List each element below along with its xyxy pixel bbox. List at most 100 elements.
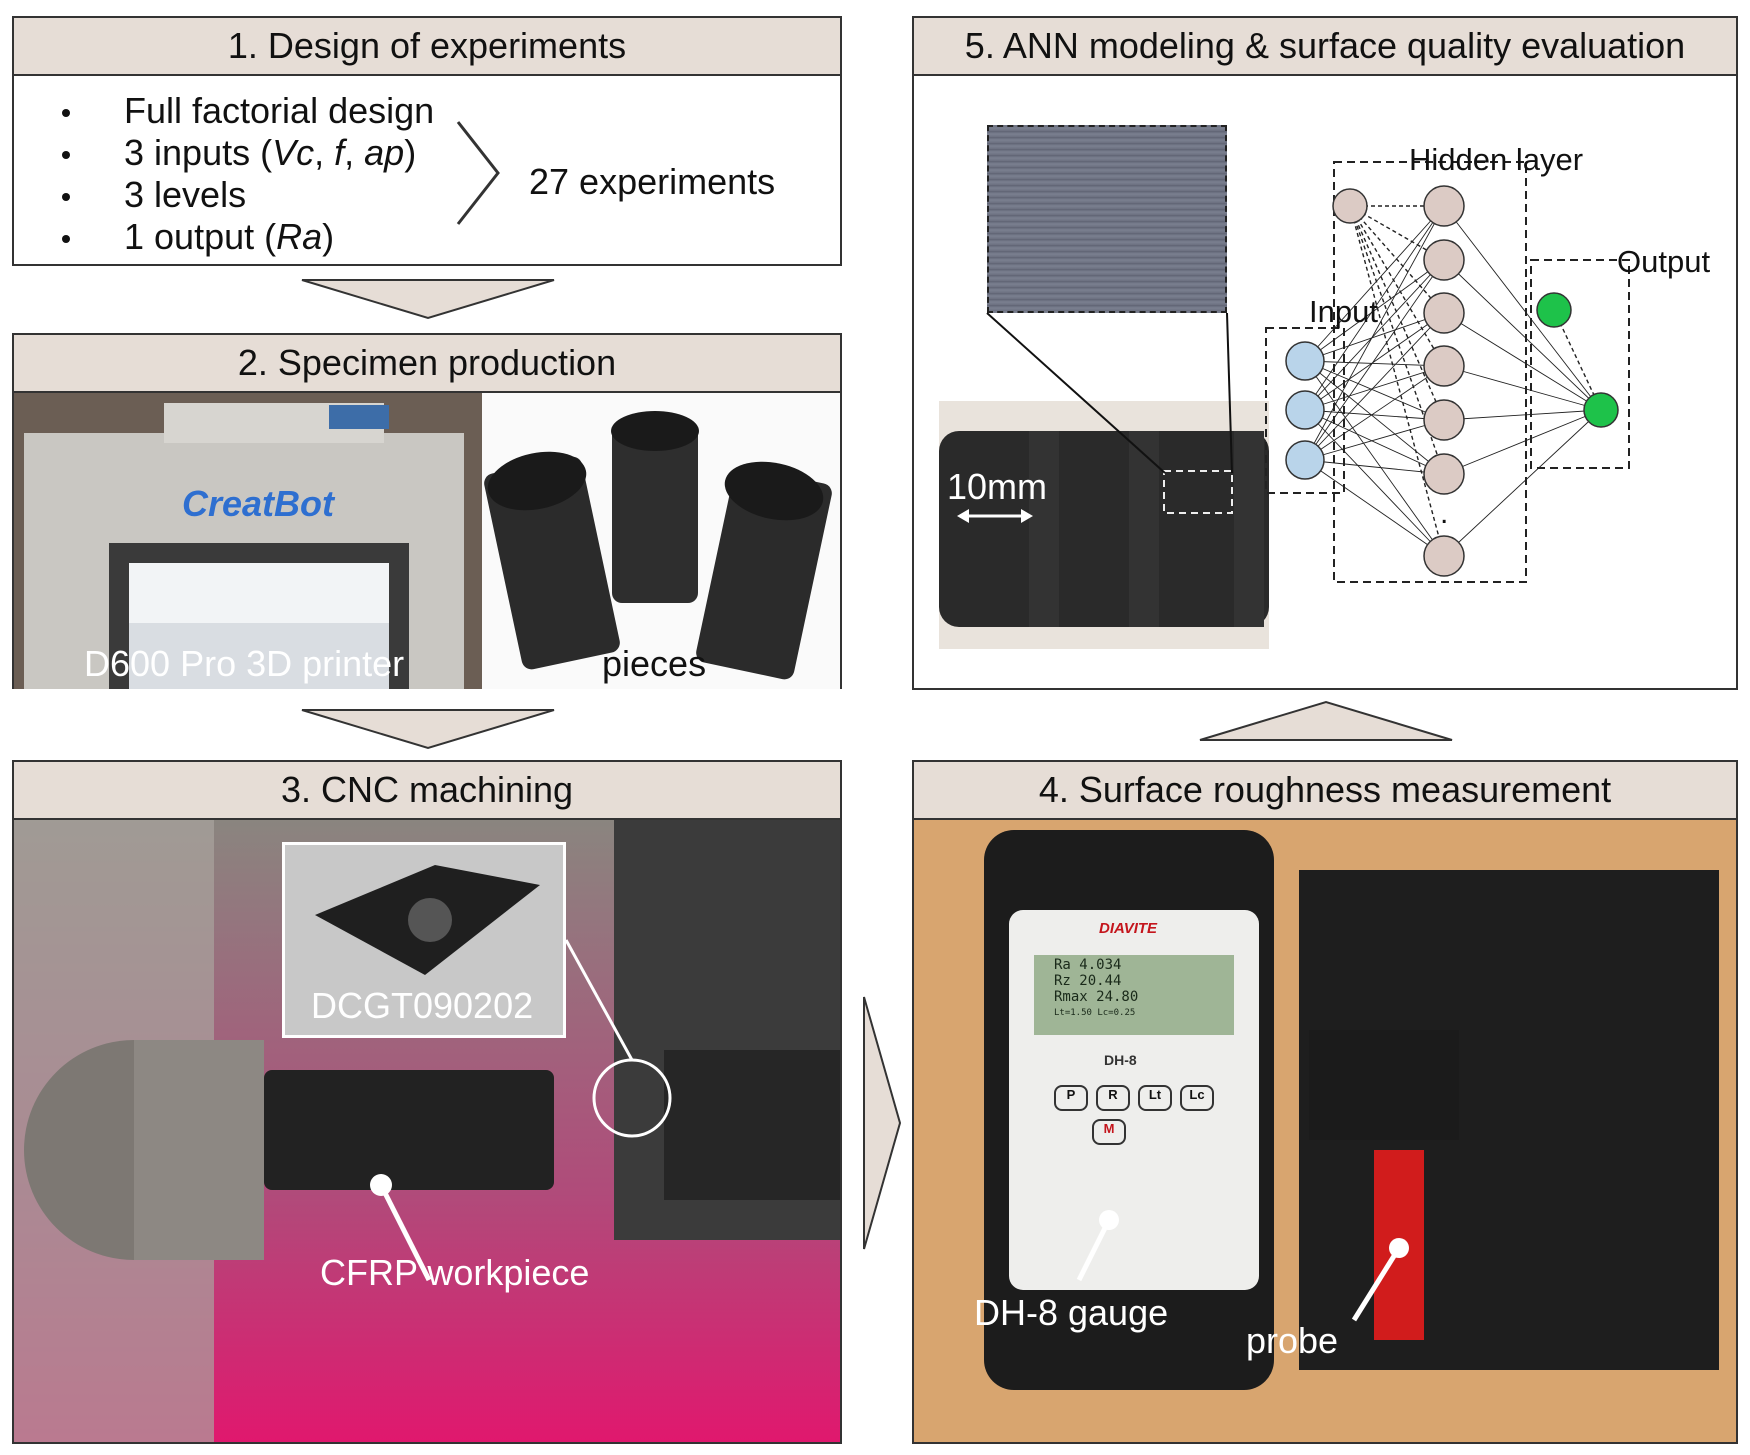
panel-cnc-machining: 3. CNC machining: [12, 760, 842, 1444]
workpiece-caption: CFRP workpiece: [320, 1252, 590, 1293]
hidden-ellipsis: .: [1440, 497, 1448, 530]
bias-connection: [1349, 205, 1445, 314]
scale-label: 10mm: [947, 466, 1048, 507]
display-footer: Lt=1.50 Lc=0.25: [1054, 1008, 1136, 1018]
connection-line: [1304, 459, 1445, 557]
panel-ann-modeling: 5. ANN modeling & surface quality evalua…: [912, 16, 1738, 690]
zoom-lines: [986, 312, 1233, 474]
pieces-photo: pieces: [482, 393, 840, 689]
connection-line: [1304, 365, 1445, 411]
hidden-layer-label: Hidden layer: [1409, 142, 1584, 177]
bullet-factorial: Full factorial design: [54, 90, 434, 132]
probe-caption: probe: [1246, 1320, 1339, 1361]
panel-surface-roughness: 4. Surface roughness measurement DIAVITE…: [912, 760, 1738, 1444]
key-p-button[interactable]: P: [1054, 1085, 1088, 1111]
output-layer-box: [1530, 259, 1630, 469]
cylinders-illustration: [484, 411, 832, 680]
bias-connection: [1349, 205, 1445, 367]
key-r-button[interactable]: R: [1096, 1085, 1130, 1111]
printer-illustration: [14, 393, 482, 689]
hidden-node: [1423, 345, 1465, 387]
doe-bullet-list: Full factorial design 3 inputs (Vc, f, a…: [54, 90, 434, 258]
arrow-down-icon: [301, 709, 555, 750]
output-node: [1583, 392, 1619, 428]
surface-micrograph: [987, 125, 1227, 313]
bullet-inputs: 3 inputs (Vc, f, ap): [54, 132, 434, 174]
pieces-caption: pieces: [602, 643, 707, 684]
connection-line: [1304, 409, 1445, 421]
connection-line: [1304, 259, 1445, 461]
connection-line: [1304, 312, 1445, 362]
hidden-node: [1423, 453, 1465, 495]
printer-logo: CreatBot: [182, 483, 335, 524]
display-line-ra: Ra 4.034: [1054, 957, 1122, 973]
gauge-caption: DH-8 gauge: [974, 1292, 1169, 1333]
connection-line: [1443, 259, 1602, 411]
panel-3-title: 3. CNC machining: [14, 762, 840, 820]
panel-specimen-production: 2. Specimen production CreatBot D600 Pro…: [12, 333, 842, 689]
gauge-model: DH-8: [1104, 1052, 1137, 1068]
insert-inset: DCGT090202: [282, 842, 566, 1038]
input-node: [1285, 440, 1325, 480]
input-node: [1285, 341, 1325, 381]
display-line-rz: Rz 20.44: [1054, 973, 1122, 989]
connection-line: [1443, 409, 1602, 557]
experiments-count: 27 experiments: [529, 161, 776, 202]
connection-line: [1304, 459, 1445, 475]
hidden-node: [1423, 399, 1465, 441]
bullet-levels: 3 levels: [54, 174, 434, 216]
gauge-illustration: [914, 820, 1736, 1442]
hidden-layer-box: [1333, 161, 1527, 583]
arrow-up-icon: [1199, 700, 1453, 741]
printer-photo: CreatBot D600 Pro 3D printer: [14, 393, 482, 689]
connection-line: [1304, 205, 1445, 461]
output-bias-connection: [1553, 309, 1602, 411]
key-lc-button[interactable]: Lc: [1180, 1085, 1214, 1111]
printer-caption: D600 Pro 3D printer: [84, 643, 405, 684]
connection-line: [1443, 365, 1602, 411]
connection-line: [1304, 360, 1445, 367]
display-line-rmax: Rmax 24.80: [1054, 989, 1139, 1005]
connection-line: [1443, 205, 1602, 411]
chevron-right-icon: [456, 121, 500, 225]
panel-4-title: 4. Surface roughness measurement: [914, 762, 1736, 820]
connection-line: [1304, 312, 1445, 411]
connection-line: [1304, 312, 1445, 461]
input-layer-box: [1265, 327, 1345, 494]
input-layer-label: Input: [1309, 294, 1378, 329]
panel-1-title: 1. Design of experiments: [14, 18, 840, 76]
insert-caption: DCGT090202: [311, 985, 534, 1026]
bias-connection: [1349, 205, 1445, 421]
panel-5-title: 5. ANN modeling & surface quality evalua…: [914, 18, 1736, 76]
insert-illustration: [315, 865, 540, 975]
connection-line: [1304, 409, 1445, 557]
connection-line: [1304, 360, 1445, 421]
arrow-down-icon: [301, 279, 555, 320]
hidden-node: [1423, 239, 1465, 281]
connection-line: [1304, 205, 1445, 411]
connection-line: [1304, 259, 1445, 411]
connection-line: [1443, 312, 1602, 411]
roughness-photo: DIAVITE Ra 4.034 Rz 20.44 Rmax 24.80 Lt=…: [914, 820, 1736, 1442]
gauge-display: Ra 4.034 Rz 20.44 Rmax 24.80 Lt=1.50 Lc=…: [1054, 957, 1224, 1021]
panel-design-of-experiments: 1. Design of experiments Full factorial …: [12, 16, 842, 266]
bias-connection: [1349, 205, 1445, 475]
gauge-keypad: P R Lt Lc M: [1054, 1085, 1224, 1145]
connection-line: [1304, 419, 1445, 461]
arrow-right-icon: [863, 996, 902, 1250]
cylinder-illustration: [939, 431, 1269, 627]
connection-line: [1304, 205, 1445, 362]
key-lt-button[interactable]: Lt: [1138, 1085, 1172, 1111]
input-node: [1285, 390, 1325, 430]
key-m-button[interactable]: M: [1092, 1119, 1126, 1145]
connection-line: [1304, 360, 1445, 475]
bias-connection: [1349, 205, 1445, 557]
output-layer-label: Output: [1617, 244, 1711, 279]
hidden-node: [1423, 292, 1465, 334]
connection-line: [1304, 259, 1445, 362]
output-node: [1536, 292, 1572, 328]
connection-line: [1443, 409, 1602, 421]
cylinder-photo: 10mm: [939, 401, 1269, 649]
bullet-output: 1 output (Ra): [54, 216, 434, 258]
connection-line: [1304, 409, 1445, 475]
